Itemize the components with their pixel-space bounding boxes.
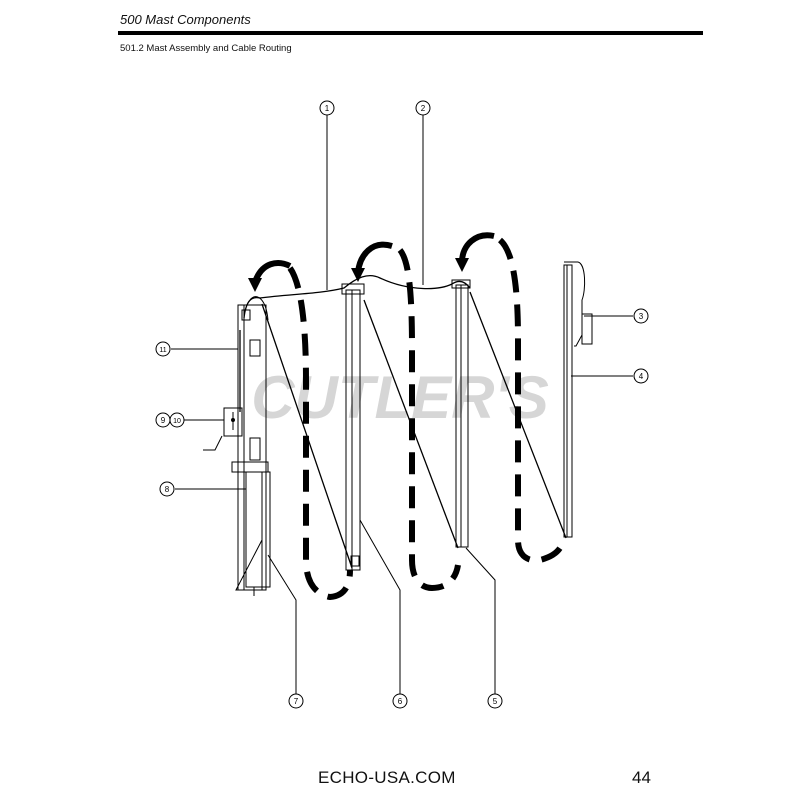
winch bbox=[203, 407, 243, 451]
svg-text:2: 2 bbox=[421, 104, 426, 113]
svg-text:6: 6 bbox=[398, 697, 403, 706]
callout-markers: 1 2 3 4 5 6 7 8 bbox=[155, 100, 649, 709]
header-rule bbox=[118, 31, 703, 35]
callout-10: 10 bbox=[169, 412, 185, 428]
page-title: 500 Mast Components bbox=[120, 12, 251, 27]
cable-routing-loops bbox=[287, 237, 566, 601]
callout-9: 9 bbox=[155, 412, 171, 428]
page-number: 44 bbox=[632, 768, 651, 787]
arrow-heads bbox=[248, 258, 469, 292]
mast-section-6 bbox=[341, 283, 365, 571]
callout-8: 8 bbox=[159, 481, 175, 497]
svg-text:10: 10 bbox=[173, 418, 181, 425]
callout-11: 11 bbox=[155, 341, 171, 357]
callout-5: 5 bbox=[487, 693, 503, 709]
routing-arrows bbox=[252, 232, 495, 284]
svg-text:5: 5 bbox=[493, 697, 498, 706]
callout-7: 7 bbox=[288, 693, 304, 709]
svg-text:11: 11 bbox=[159, 347, 166, 354]
lift-cable bbox=[239, 274, 567, 569]
svg-text:8: 8 bbox=[165, 485, 170, 494]
watermark: CUTLER'S bbox=[251, 364, 549, 431]
section-subtitle: 501.2 Mast Assembly and Cable Routing bbox=[120, 43, 292, 54]
svg-text:9: 9 bbox=[161, 416, 166, 425]
svg-text:7: 7 bbox=[294, 697, 299, 706]
leader-lines bbox=[171, 115, 633, 695]
mast-section-5 bbox=[451, 279, 471, 548]
svg-text:1: 1 bbox=[325, 104, 330, 113]
callout-3: 3 bbox=[633, 308, 649, 324]
callout-1: 1 bbox=[319, 100, 335, 116]
callout-6: 6 bbox=[392, 693, 408, 709]
svg-text:4: 4 bbox=[639, 372, 644, 381]
base-mast bbox=[231, 296, 271, 596]
callout-2: 2 bbox=[415, 100, 431, 116]
callout-4: 4 bbox=[633, 368, 649, 384]
footer-website: ECHO-USA.COM bbox=[318, 768, 456, 787]
svg-text:3: 3 bbox=[639, 312, 644, 321]
mast-section-4 bbox=[563, 261, 593, 538]
